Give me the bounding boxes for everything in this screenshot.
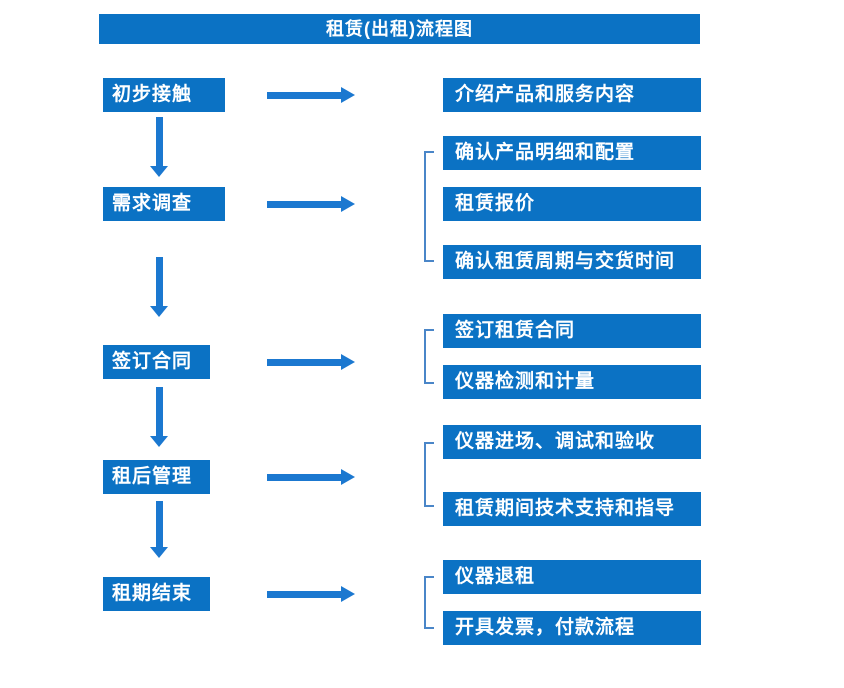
title-bar: 租赁(出租)流程图: [99, 14, 700, 44]
down-arrow-icon: [150, 257, 168, 317]
right-arrow-head: [341, 87, 355, 103]
step-box-demand-survey: 需求调查: [103, 187, 225, 221]
down-arrow-icon: [150, 117, 168, 177]
down-arrow-shaft: [155, 117, 163, 166]
detail-box-invoice-payment: 开具发票，付款流程: [443, 611, 701, 645]
right-arrow-icon: [267, 586, 355, 602]
right-arrow-icon: [267, 354, 355, 370]
right-arrow-shaft: [267, 200, 341, 208]
step-box-sign-contract: 签订合同: [103, 345, 210, 379]
right-arrow-icon: [267, 87, 355, 103]
page-title: 租赁(出租)流程图: [326, 19, 473, 39]
right-arrow-head: [341, 586, 355, 602]
detail-box-instrument-setup: 仪器进场、调试和验收: [443, 425, 701, 459]
detail-box-rental-quote: 租赁报价: [443, 187, 701, 221]
right-arrow-head: [341, 354, 355, 370]
detail-box-introduce-products: 介绍产品和服务内容: [443, 78, 701, 112]
down-arrow-icon: [150, 387, 168, 447]
right-arrow-shaft: [267, 358, 341, 366]
down-arrow-shaft: [155, 387, 163, 436]
down-arrow-head: [150, 306, 168, 317]
detail-box-instrument-return: 仪器退租: [443, 560, 701, 594]
step-box-post-rental: 租后管理: [103, 460, 210, 494]
right-arrow-shaft: [267, 91, 341, 99]
bracket-connector: [424, 442, 434, 507]
detail-box-instrument-testing: 仪器检测和计量: [443, 365, 701, 399]
right-arrow-shaft: [267, 473, 341, 481]
down-arrow-shaft: [155, 501, 163, 547]
right-arrow-shaft: [267, 590, 341, 598]
down-arrow-icon: [150, 501, 168, 558]
detail-box-tech-support: 租赁期间技术支持和指导: [443, 492, 701, 526]
detail-box-confirm-details: 确认产品明细和配置: [443, 136, 701, 170]
bracket-connector: [424, 151, 434, 262]
down-arrow-head: [150, 166, 168, 177]
detail-box-sign-rental-contract: 签订租赁合同: [443, 314, 701, 348]
right-arrow-head: [341, 196, 355, 212]
bracket-connector: [424, 576, 434, 629]
down-arrow-head: [150, 547, 168, 558]
step-box-rental-end: 租期结束: [103, 577, 210, 611]
bracket-connector: [424, 329, 434, 384]
step-box-initial-contact: 初步接触: [103, 78, 225, 112]
down-arrow-head: [150, 436, 168, 447]
right-arrow-icon: [267, 196, 355, 212]
right-arrow-head: [341, 469, 355, 485]
down-arrow-shaft: [155, 257, 163, 306]
right-arrow-icon: [267, 469, 355, 485]
detail-box-confirm-period: 确认租赁周期与交货时间: [443, 245, 701, 279]
